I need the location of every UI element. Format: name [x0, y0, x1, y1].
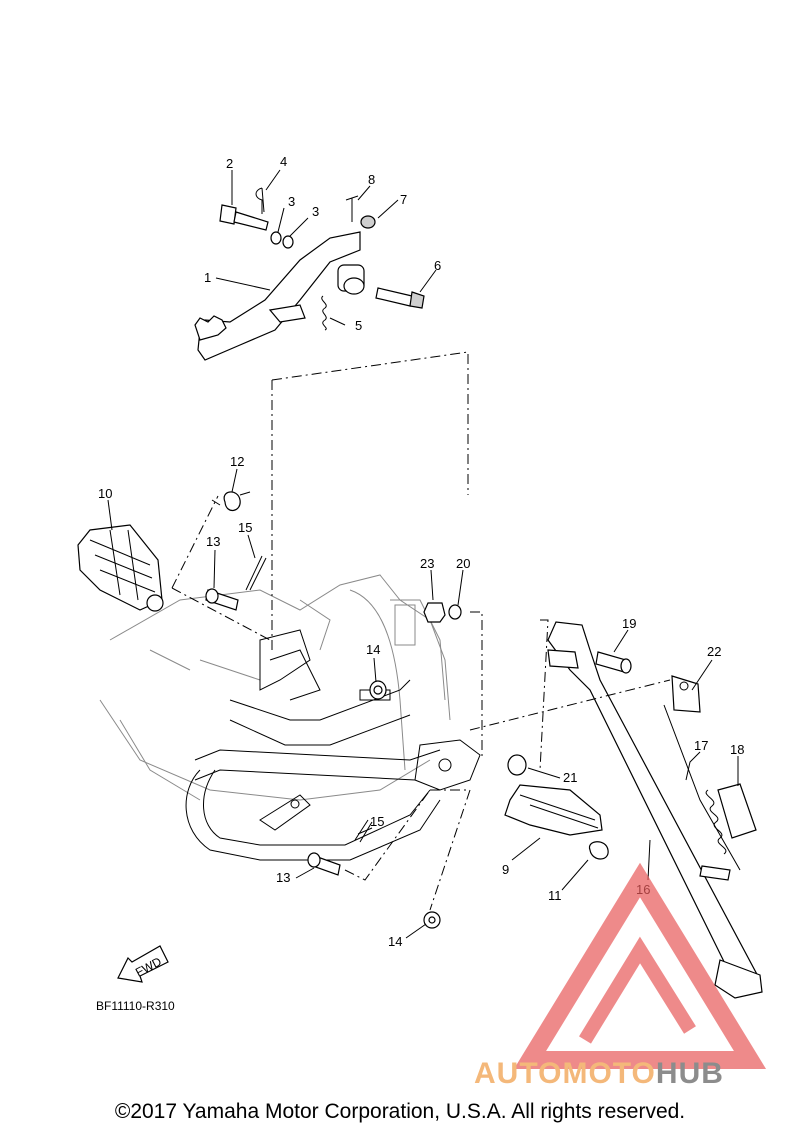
callout-23: 23	[420, 556, 434, 571]
callout-11: 11	[548, 888, 562, 903]
small-parts	[307, 602, 527, 929]
watermark-hub: HUB	[655, 1057, 724, 1090]
callout-numbers: 1 2 3 3 4 5 6 7 8 10 12 13 15 14 23 20 1…	[98, 154, 744, 949]
brake-pedal-assembly	[194, 187, 425, 361]
callout-21: 21	[563, 770, 577, 785]
copyright-notice: ©2017 Yamaha Motor Corporation, U.S.A. A…	[114, 1100, 686, 1123]
right-footrest	[504, 784, 609, 860]
callout-3a: 3	[288, 194, 295, 209]
callout-6: 6	[434, 258, 441, 273]
callout-19: 19	[622, 616, 636, 631]
callout-4: 4	[280, 154, 287, 169]
callout-12: 12	[230, 454, 244, 469]
sidestand	[547, 621, 763, 999]
watermark-text: AUTOMOTOHUB	[474, 1057, 724, 1091]
frame-tubes	[185, 629, 481, 861]
callout-8: 8	[368, 172, 375, 187]
callout-15b: 15	[370, 814, 384, 829]
callout-14a: 14	[366, 642, 380, 657]
callout-9: 9	[502, 862, 509, 877]
callout-17: 17	[694, 738, 708, 753]
callout-2: 2	[226, 156, 233, 171]
callout-1: 1	[204, 270, 211, 285]
callout-14b: 14	[388, 934, 402, 949]
watermark-logo-icon	[513, 862, 767, 1069]
watermark-auto: AUTO	[474, 1057, 563, 1090]
callout-5: 5	[355, 318, 362, 333]
callout-7: 7	[400, 192, 407, 207]
diagram-code: BF11110-R310	[96, 999, 175, 1013]
callout-13b: 13	[276, 870, 290, 885]
guide-lines	[171, 351, 671, 911]
callout-10: 10	[98, 486, 112, 501]
watermark-moto: MOTO	[562, 1057, 656, 1090]
callout-15a: 15	[238, 520, 252, 535]
leader-lines	[107, 169, 739, 939]
callout-22: 22	[707, 644, 721, 659]
callout-13a: 13	[206, 534, 220, 549]
callout-18: 18	[730, 742, 744, 757]
fwd-arrow-icon: FWD	[117, 945, 169, 983]
left-footrest	[77, 491, 267, 612]
callout-20: 20	[456, 556, 470, 571]
callout-3b: 3	[312, 204, 319, 219]
